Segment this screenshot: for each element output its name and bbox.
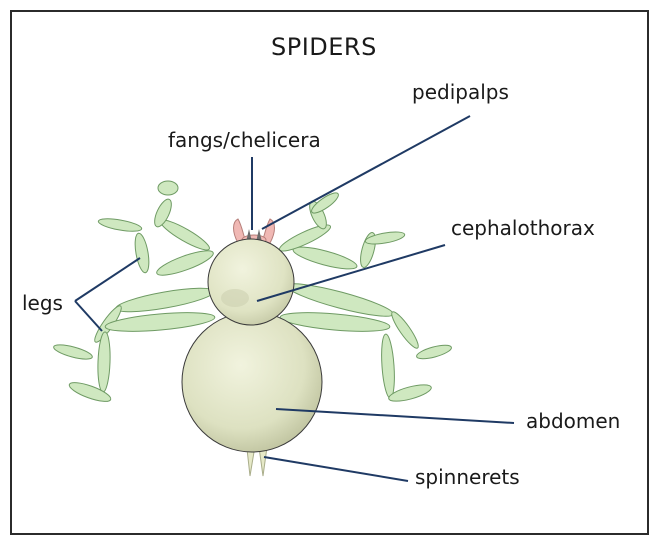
leg-segment: [415, 343, 452, 362]
leader-line-legs-upper: [75, 258, 140, 301]
leader-line-spinnerets: [264, 457, 408, 481]
label-fangs: fangs/chelicera: [168, 130, 321, 150]
leg-segment: [154, 246, 215, 280]
leg-segment: [114, 283, 215, 316]
leg-segment: [52, 342, 93, 362]
leg-segment: [158, 216, 212, 254]
leg-segment: [133, 232, 152, 273]
leg-segment: [97, 216, 142, 233]
diagram-title: SPIDERS: [271, 35, 377, 59]
label-legs: legs: [22, 293, 63, 313]
label-abdomen: abdomen: [526, 411, 620, 431]
label-spinnerets: spinnerets: [415, 467, 520, 487]
leg-segment: [291, 243, 358, 274]
label-pedipalps: pedipalps: [412, 82, 509, 102]
cephalothorax-shading: [221, 289, 249, 307]
label-cephalothorax: cephalothorax: [451, 218, 595, 238]
cephalothorax-body: [208, 239, 294, 325]
leg-segment: [364, 230, 405, 247]
abdomen-body: [182, 312, 322, 452]
leader-line-legs-lower: [75, 301, 102, 331]
leg-segment: [388, 309, 421, 351]
leg-segment: [380, 334, 396, 399]
leg-segment: [158, 181, 178, 195]
leg-segment: [105, 309, 216, 335]
